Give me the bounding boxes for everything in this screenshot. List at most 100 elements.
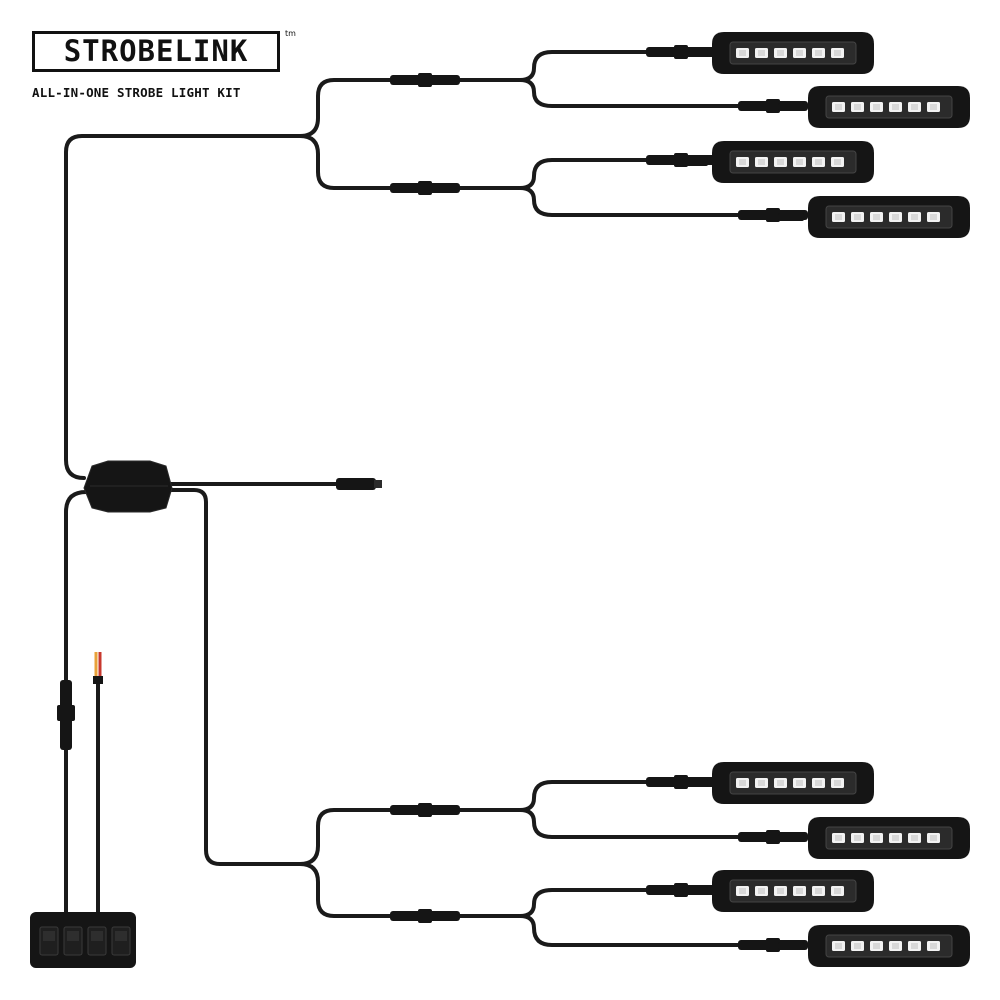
led-emitter <box>815 159 822 165</box>
led-emitter <box>834 50 841 56</box>
light-pod <box>682 32 874 74</box>
led-emitter <box>834 888 841 894</box>
led-emitter <box>777 888 784 894</box>
controller-module <box>83 460 173 513</box>
light-pod <box>682 762 874 804</box>
led-emitter <box>835 835 842 841</box>
rocker-switch[interactable] <box>111 926 131 956</box>
inline-connector-collar <box>766 830 780 844</box>
pod-connector <box>778 103 804 111</box>
extension-plug <box>336 478 376 490</box>
led-emitter <box>930 214 937 220</box>
trademark-mark: tm <box>285 29 296 38</box>
power-lead-sleeve <box>93 676 103 684</box>
led-emitter <box>835 943 842 949</box>
led-emitter <box>911 835 918 841</box>
extension-plug-tip <box>374 480 382 488</box>
branch-cable-pod-6 <box>518 808 810 839</box>
branch-cable-pod-3 <box>518 158 714 190</box>
main-cable-bottom <box>166 488 522 866</box>
rocker-switch-paddle <box>115 931 127 941</box>
main-cable-top <box>64 78 522 480</box>
branch-cable-top-lower <box>298 134 522 190</box>
led-emitter <box>892 943 899 949</box>
rocker-switch-paddle <box>67 931 79 941</box>
branch-cable-pod-8 <box>518 914 810 947</box>
led-emitter <box>854 943 861 949</box>
branch-cable-pod-4 <box>518 186 810 217</box>
light-pod <box>778 925 970 967</box>
led-emitter <box>815 780 822 786</box>
led-emitter <box>930 835 937 841</box>
rocker-switch-paddle <box>43 931 55 941</box>
led-emitter <box>854 214 861 220</box>
light-pod <box>778 817 970 859</box>
led-emitter <box>930 104 937 110</box>
led-emitter <box>835 104 842 110</box>
power-lead <box>93 652 103 684</box>
rocker-switch[interactable] <box>63 926 83 956</box>
branch-cable-pod-2 <box>518 78 810 108</box>
led-emitter <box>892 104 899 110</box>
led-emitter <box>796 780 803 786</box>
led-emitter <box>835 214 842 220</box>
pod-connector <box>682 49 708 57</box>
brand-logo-text: STROBELINK <box>63 34 249 68</box>
led-emitter <box>739 780 746 786</box>
light-pod <box>682 141 874 183</box>
led-emitter <box>777 50 784 56</box>
inline-connector-collar <box>418 181 432 195</box>
switch-cable <box>64 490 88 914</box>
led-emitter <box>758 159 765 165</box>
branch-cable-pod-5 <box>518 780 714 812</box>
led-emitter <box>911 943 918 949</box>
light-pod <box>778 196 970 238</box>
inline-connector-collar <box>766 938 780 952</box>
led-emitter <box>892 214 899 220</box>
led-emitter <box>796 888 803 894</box>
led-emitter <box>911 214 918 220</box>
led-emitter <box>873 104 880 110</box>
led-emitter <box>892 835 899 841</box>
led-emitter <box>758 780 765 786</box>
led-emitter <box>854 835 861 841</box>
switch-panel[interactable] <box>30 912 136 968</box>
pod-connector <box>778 942 804 950</box>
light-pod <box>682 870 874 912</box>
branch-cable-pod-7 <box>518 888 714 918</box>
pod-connector <box>682 779 708 787</box>
led-emitter <box>796 159 803 165</box>
led-emitter <box>777 159 784 165</box>
led-emitter <box>758 50 765 56</box>
inline-connector-collar <box>766 99 780 113</box>
brand-logo: STROBELINK <box>32 31 280 72</box>
pod-connector <box>778 834 804 842</box>
led-emitter <box>854 104 861 110</box>
cable-harness <box>64 50 810 947</box>
pod-connector <box>682 158 708 166</box>
led-emitter <box>796 50 803 56</box>
connector-group <box>57 45 808 952</box>
light-pod-group <box>682 32 970 967</box>
inline-connector-collar <box>766 208 780 222</box>
led-emitter <box>739 159 746 165</box>
switch-cable-connector-collar <box>57 705 75 721</box>
led-emitter <box>930 943 937 949</box>
branch-cable-bottom-lower <box>298 862 522 918</box>
led-emitter <box>873 943 880 949</box>
led-emitter <box>911 104 918 110</box>
led-emitter <box>873 214 880 220</box>
led-emitter <box>739 50 746 56</box>
led-emitter <box>834 159 841 165</box>
led-emitter <box>739 888 746 894</box>
brand-tagline: ALL-IN-ONE STROBE LIGHT KIT <box>32 85 241 100</box>
pod-connector <box>682 887 708 895</box>
inline-connector-collar <box>418 803 432 817</box>
led-emitter <box>873 835 880 841</box>
rocker-switch[interactable] <box>87 926 107 956</box>
led-emitter <box>815 888 822 894</box>
light-pod <box>778 86 970 128</box>
rocker-switch[interactable] <box>39 926 59 956</box>
